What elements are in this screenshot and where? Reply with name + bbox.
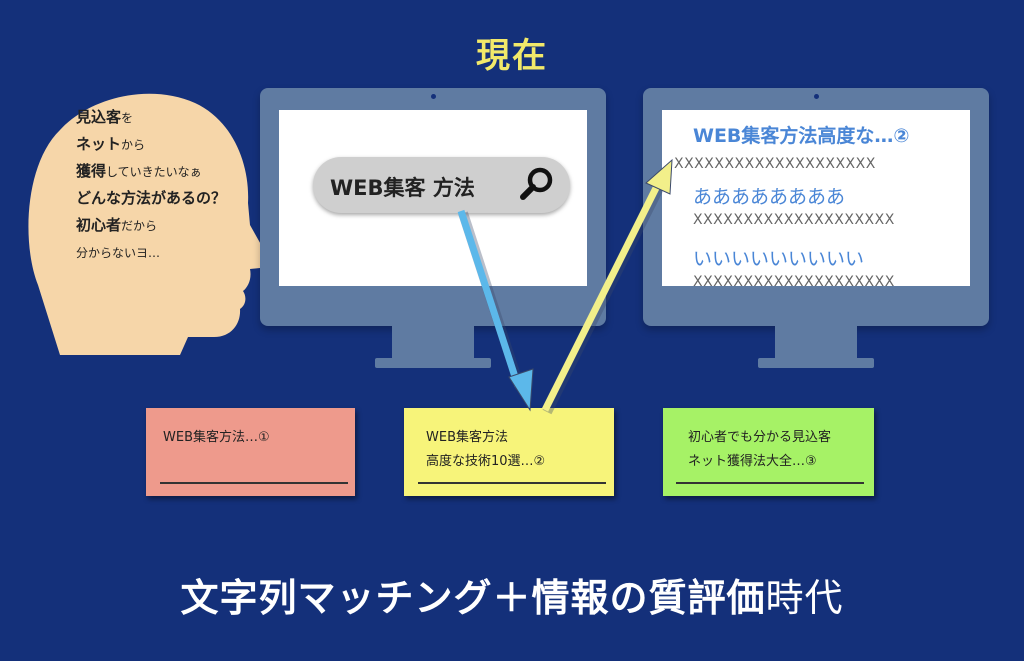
results-monitor-base [758,358,874,368]
results-monitor [643,88,989,326]
thought-line-2-small: から [121,138,146,152]
caption-bold: 文字列マッチング＋情報の質評価 [180,576,766,620]
search-query: WEB集客 方法 [330,176,475,200]
thought-line-5-small: だから [121,219,158,233]
search-icon[interactable] [517,163,559,205]
thought-line-6-small: 分からないヨ… [76,246,161,260]
bottom-caption: 文字列マッチング＋情報の質評価時代 [0,567,1024,622]
results-content: WEB集客方法高度な…② XXXXXXXXXXXXXXXXXXXX ああああああ… [662,110,970,286]
note-3-underline [676,482,864,484]
arrow-note-to-result [541,158,673,415]
thought-line-3-bold: 獲得 [76,162,107,180]
note-1-line-1: WEB集客方法…① [163,430,270,445]
thought-line-5-bold: 初心者 [76,216,122,234]
thought-line-2-bold: ネット [76,135,122,153]
caption-light: 時代 [765,576,844,620]
thought-line-4-bold: どんな方法があるの？ [76,189,227,207]
head-silhouette [28,93,269,356]
camera-dot [431,94,436,99]
note-3 [663,408,874,496]
result-link-1[interactable]: ああああああああ [693,186,846,208]
results-screen [662,110,970,286]
note-3-line-2: ネット獲得法大全…③ [688,454,817,469]
result-title[interactable]: WEB集客方法高度な…② [693,125,910,147]
note-2-line-1: WEB集客方法 [426,430,508,445]
note-1 [146,408,355,496]
note-1-underline [160,482,348,484]
result-snippet-1: XXXXXXXXXXXXXXXXXXXX [674,156,876,172]
note-3-line-1: 初心者でも分かる見込客 [688,430,832,445]
results-monitor-neck [775,326,857,360]
thought-line-3-small: していきたいなぁ [106,165,202,179]
thought-text: 見込客を ネットから 獲得していきたいなぁ どんな方法があるの？ 初心者だから … [76,104,226,266]
result-snippet-3: XXXXXXXXXXXXXXXXXXXX [693,274,895,286]
search-bar[interactable] [313,157,570,213]
note-2 [404,408,614,496]
result-snippet-2: XXXXXXXXXXXXXXXXXXXX [693,212,895,228]
thought-line-1-bold: 見込客 [76,108,122,126]
thought-line-1-small: を [121,111,134,125]
search-monitor-neck [392,326,474,360]
note-2-line-2: 高度な技術10選…② [426,454,546,469]
camera-dot [814,94,819,99]
search-monitor-base [375,358,491,368]
note-2-underline [418,482,606,484]
arrow-search-to-note [457,209,534,412]
result-link-2[interactable]: いいいいいいいいい [693,248,865,270]
diagram-title: 現在 [476,36,548,76]
